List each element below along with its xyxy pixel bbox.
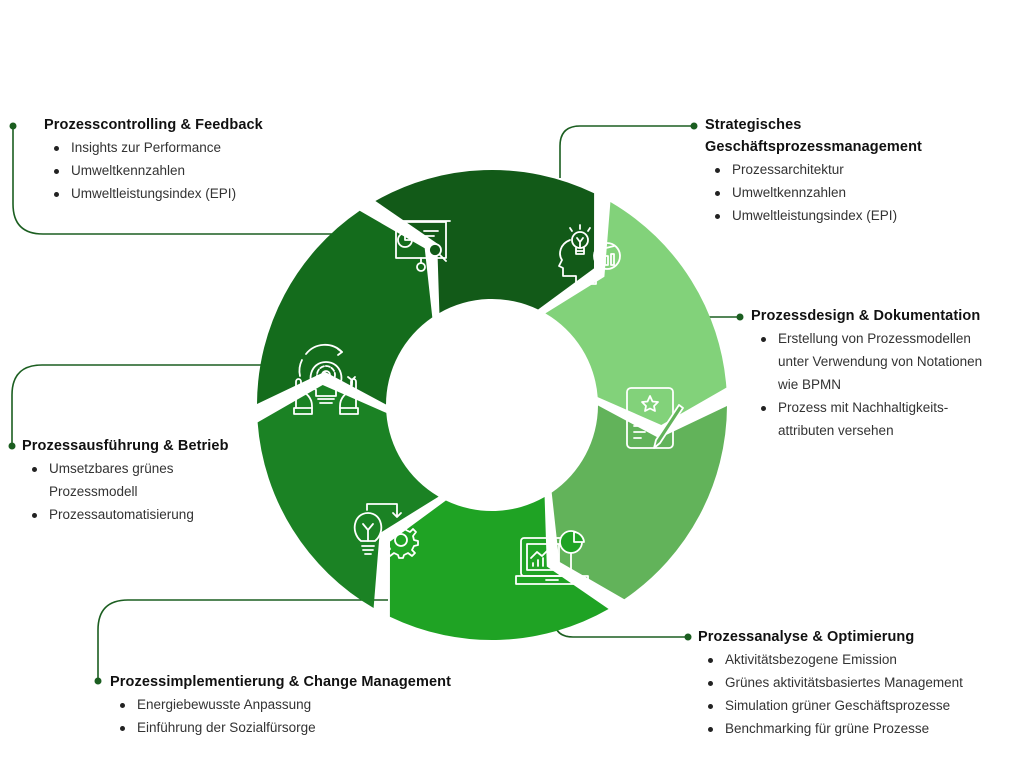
list-item: Umweltleistungsindex (EPI)	[44, 182, 344, 205]
bullet-list: Aktivitätsbezogene Emission Grünes aktiv…	[698, 648, 1018, 740]
list-item-line: Prozess mit Nachhaltigkeits-	[778, 400, 949, 415]
list-item: Benchmarking für grüne Prozesse	[698, 717, 1018, 740]
block-controlling: Prozesscontrolling & Feedback Insights z…	[44, 114, 344, 205]
list-item-line: wie BPMN	[778, 377, 842, 392]
list-item-line: Prozessmodell	[49, 484, 138, 499]
document-pen-icon	[626, 387, 684, 449]
list-item: Aktivitätsbezogene Emission	[698, 648, 1018, 671]
presentation-analysis-icon	[391, 220, 451, 272]
cycle-segment-implement	[257, 385, 439, 608]
list-item: Energiebewusste Anpassung	[110, 693, 510, 716]
list-item-line: attributen versehen	[778, 423, 894, 438]
cycle-segment-execution	[257, 210, 433, 405]
list-item: Umsetzbares grünes Prozessmodell	[22, 457, 282, 503]
list-item: Insights zur Performance	[44, 136, 344, 159]
list-item-line: Umsetzbares grünes	[49, 461, 174, 476]
block-analyse: Prozessanalyse & Optimierung Aktivitätsb…	[698, 626, 1018, 740]
list-item: Erstellung von Prozessmodellen unter Ver…	[751, 327, 1021, 396]
hands-bulb-gear-icon	[293, 343, 359, 415]
cycle-segment-controlling	[375, 169, 595, 313]
connector-execution	[11, 364, 262, 446]
list-item-line: Erstellung von Prozessmodellen	[778, 331, 971, 346]
connector-dot-strategic	[690, 122, 698, 130]
connector-dot-analyse	[684, 633, 692, 641]
list-item: Prozessarchitektur	[705, 158, 1005, 181]
block-title: Prozessausführung & Betrieb	[22, 438, 229, 454]
bullet-list: Prozessarchitektur Umweltkennzahlen Umwe…	[705, 158, 1005, 227]
list-item: Grünes aktivitätsbasiertes Management	[698, 671, 1018, 694]
connector-dot-controlling	[9, 122, 17, 130]
bullet-list: Erstellung von Prozessmodellen unter Ver…	[751, 327, 1021, 442]
block-title: Prozesscontrolling & Feedback	[44, 117, 263, 133]
connector-strategic	[559, 125, 694, 178]
list-item: Einführung der Sozialfürsorge	[110, 716, 510, 739]
list-item: Umweltleistungsindex (EPI)	[705, 204, 1005, 227]
block-execution: Prozessausführung & Betrieb Umsetzbares …	[22, 435, 282, 526]
lightbulb-gear-icon	[353, 503, 419, 559]
block-title: Prozessdesign & Dokumentation	[751, 308, 981, 324]
list-item: Prozess mit Nachhaltigkeits- attributen …	[751, 396, 1021, 442]
list-item: Prozessautomatisierung	[22, 503, 282, 526]
list-item: Simulation grüner Geschäftsprozesse	[698, 694, 1018, 717]
bullet-list: Umsetzbares grünes Prozessmodell Prozess…	[22, 457, 282, 526]
bullet-list: Insights zur Performance Umweltkennzahle…	[44, 136, 344, 205]
connector-dot-implement	[94, 677, 102, 685]
cycle-segment-design	[551, 405, 727, 600]
block-design: Prozessdesign & Dokumentation Erstellung…	[751, 305, 1021, 442]
block-implement: Prozessimplementierung & Change Manageme…	[110, 671, 510, 739]
lightbulb-head-chart-icon	[558, 224, 621, 285]
bullet-list: Energiebewusste Anpassung Einführung der…	[110, 693, 510, 739]
list-item: Umweltkennzahlen	[705, 181, 1005, 204]
connector-implement	[97, 599, 388, 681]
connector-controlling	[12, 126, 340, 235]
cycle-segment-analyse	[389, 497, 609, 641]
block-title: Prozessanalyse & Optimierung	[698, 629, 915, 645]
block-title-line2: Geschäftsprozessmanagement	[705, 139, 922, 155]
block-title-line1: Strategisches	[705, 117, 802, 133]
laptop-chart-icon	[515, 530, 589, 585]
connector-dot-design	[736, 313, 744, 321]
block-title: Prozessimplementierung & Change Manageme…	[110, 674, 451, 690]
list-item: Umweltkennzahlen	[44, 159, 344, 182]
list-item-line: unter Verwendung von Notationen	[778, 354, 983, 369]
connector-dot-execution	[8, 442, 16, 450]
cycle-segment-strategic	[545, 202, 727, 425]
block-strategic: Strategisches Geschäftsprozessmanagement…	[705, 114, 1005, 227]
